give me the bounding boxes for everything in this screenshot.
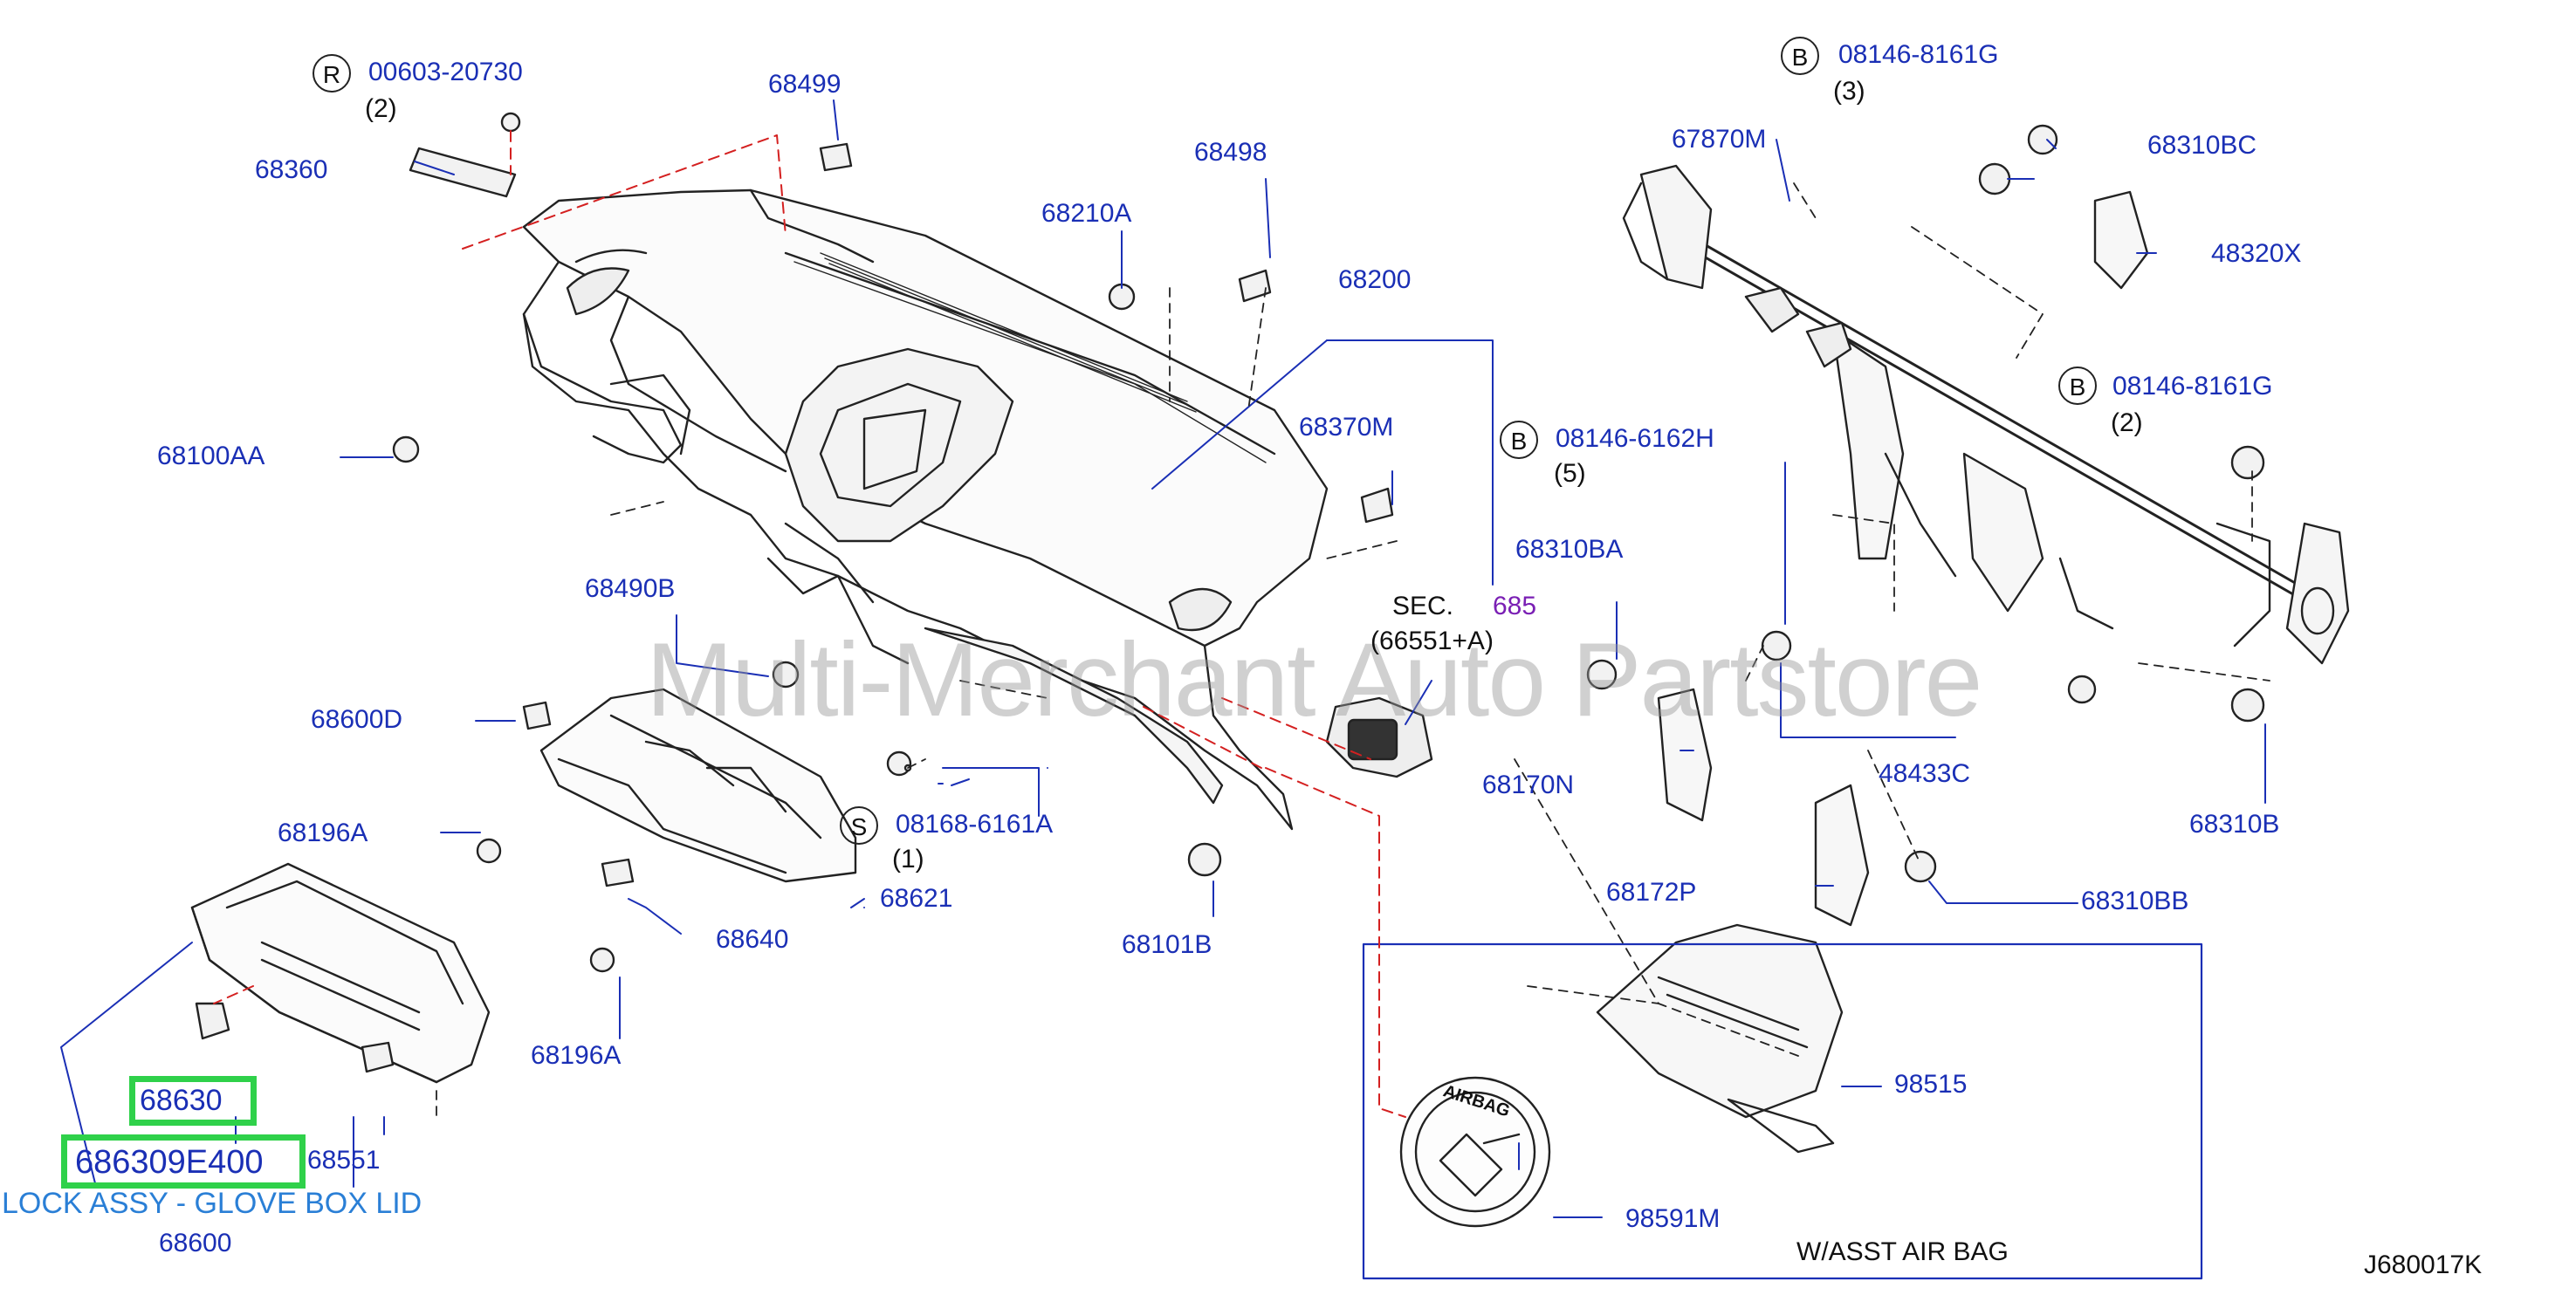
highlight-box-full bbox=[61, 1134, 306, 1189]
steering-member-drawing bbox=[1622, 164, 2350, 665]
part-98515[interactable]: 98515 bbox=[1894, 1070, 1968, 1099]
qty-r: (2) bbox=[365, 94, 397, 123]
part-68360[interactable]: 68360 bbox=[255, 155, 328, 184]
part-68101b[interactable]: 68101B bbox=[1122, 930, 1212, 959]
part-68196a-lower[interactable]: 68196A bbox=[531, 1041, 622, 1070]
code-circle-r: R bbox=[313, 54, 351, 92]
part-68310bc[interactable]: 68310BC bbox=[2147, 131, 2257, 160]
bracket-68172p-drawing bbox=[1814, 784, 1870, 927]
part-68196a-upper[interactable]: 68196A bbox=[278, 819, 368, 847]
glove-box-lid-drawing bbox=[190, 862, 491, 1084]
part-68498[interactable]: 68498 bbox=[1194, 138, 1267, 167]
qty-b1: (3) bbox=[1833, 77, 1865, 106]
part-68370m[interactable]: 68370M bbox=[1299, 413, 1394, 442]
selected-part-686309e400[interactable]: 686309E400 bbox=[75, 1144, 264, 1181]
highlight-box-short bbox=[129, 1076, 257, 1126]
part-68100aa[interactable]: 68100AA bbox=[157, 442, 265, 470]
part-48320x[interactable]: 48320X bbox=[2211, 239, 2302, 268]
qty-b2: (2) bbox=[2111, 408, 2143, 437]
dashed-lines bbox=[436, 182, 2270, 1118]
airbag-emblem-drawing bbox=[1399, 1076, 1551, 1228]
part-67870m[interactable]: 67870M bbox=[1672, 125, 1767, 154]
airbag-box-label: W/ASST AIR BAG bbox=[1796, 1237, 2009, 1266]
qty-b3: (5) bbox=[1554, 459, 1586, 488]
part-68621[interactable]: 68621 bbox=[880, 884, 953, 913]
part-68551[interactable]: 68551 bbox=[307, 1146, 381, 1175]
watermark-text: Multi-Merchant Auto Partstore bbox=[646, 621, 1982, 738]
part-68310bb[interactable]: 68310BB bbox=[2081, 887, 2189, 915]
code-circle-b3: B bbox=[1500, 421, 1538, 459]
part-68499[interactable]: 68499 bbox=[768, 70, 841, 99]
airbag-group-box bbox=[1362, 942, 2203, 1280]
part-68200[interactable]: 68200 bbox=[1338, 265, 1412, 294]
part-98591m[interactable]: 98591M bbox=[1625, 1204, 1721, 1233]
part-68600[interactable]: 68600 bbox=[159, 1229, 232, 1257]
part-00603-20730[interactable]: 00603-20730 bbox=[368, 58, 523, 86]
fasteners bbox=[195, 112, 2265, 1073]
bracket-68170n-drawing bbox=[1657, 688, 1713, 822]
part-68640[interactable]: 68640 bbox=[716, 925, 789, 954]
code-circle-b2: B bbox=[2058, 367, 2097, 405]
center-switch-drawing bbox=[1325, 696, 1433, 778]
red-dashed-lines bbox=[213, 130, 1406, 1118]
section-685-link[interactable]: 685 bbox=[1493, 592, 1537, 620]
part-08146-8161g-2[interactable]: 08146-8161G bbox=[2112, 372, 2273, 401]
code-circle-b1: B bbox=[1781, 37, 1819, 75]
part-68170n[interactable]: 68170N bbox=[1482, 771, 1575, 799]
selected-part-68630[interactable]: 68630 bbox=[140, 1084, 223, 1117]
part-48433c[interactable]: 48433C bbox=[1879, 759, 1971, 788]
diagram-code: J680017K bbox=[2364, 1250, 2483, 1279]
selected-part-description: LOCK ASSY - GLOVE BOX LID bbox=[2, 1187, 422, 1220]
airbag-module-drawing bbox=[1596, 923, 1844, 1154]
part-08168-6161a[interactable]: 08168-6161A bbox=[896, 810, 1054, 839]
instrument-panel-drawing bbox=[522, 188, 1433, 831]
part-68600d[interactable]: 68600D bbox=[311, 705, 403, 734]
part-08146-8161g-1[interactable]: 08146-8161G bbox=[1838, 40, 1999, 69]
part-68210a[interactable]: 68210A bbox=[1041, 199, 1132, 228]
section-sub: (66551+A) bbox=[1370, 627, 1494, 655]
glove-box-upper-drawing bbox=[539, 688, 857, 883]
code-circle-s: S bbox=[840, 806, 878, 845]
part-68490b[interactable]: 68490B bbox=[585, 574, 676, 603]
part-68310ba[interactable]: 68310BA bbox=[1515, 535, 1624, 564]
section-prefix: SEC. bbox=[1392, 592, 1454, 620]
part-68172p[interactable]: 68172P bbox=[1606, 878, 1697, 907]
part-08146-6162h[interactable]: 08146-6162H bbox=[1556, 424, 1714, 453]
qty-s: (1) bbox=[892, 845, 924, 874]
part-68310b[interactable]: 68310B bbox=[2189, 810, 2280, 839]
bracket-48320x-drawing bbox=[2093, 190, 2149, 290]
